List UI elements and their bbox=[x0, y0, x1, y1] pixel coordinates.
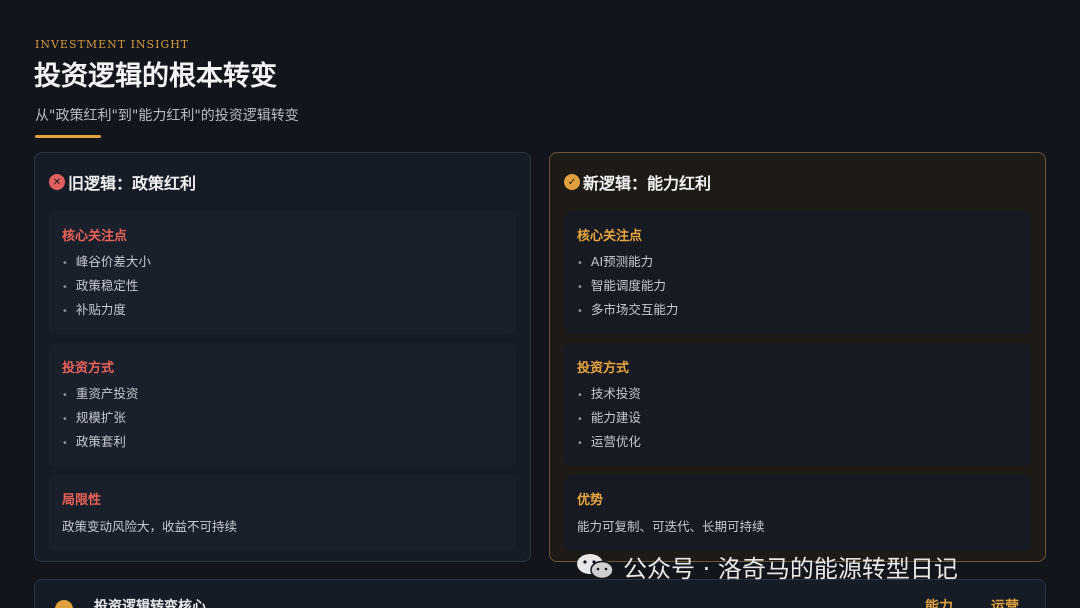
bullet-icon: • bbox=[62, 282, 68, 293]
list-item: •政策套利 bbox=[62, 434, 126, 449]
list-item: •AI预测能力 bbox=[577, 254, 654, 269]
old-method-box: 投资方式 •重资产投资 •规模扩张 •政策套利 bbox=[49, 343, 516, 466]
old-limit-box: 局限性 政策变动风险大，收益不可持续 bbox=[49, 475, 516, 551]
bullet-icon: • bbox=[62, 258, 68, 269]
new-logic-header: ✓ 新逻辑：能力红利 bbox=[564, 153, 1031, 211]
old-logic-title: 旧逻辑：政策红利 bbox=[68, 174, 197, 193]
list-item: •政策稳定性 bbox=[62, 278, 139, 293]
page-subtitle: 从"政策红利"到"能力红利"的投资逻辑转变 bbox=[35, 108, 299, 124]
new-advantage-title: 优势 bbox=[577, 493, 604, 508]
bullet-icon: • bbox=[577, 390, 583, 401]
core-tag-operation: 运营 bbox=[991, 599, 1019, 608]
old-method-title: 投资方式 bbox=[62, 361, 115, 376]
header-kicker: INVESTMENT INSIGHT bbox=[35, 38, 190, 51]
bullet-icon: • bbox=[577, 258, 583, 269]
core-shift-card: 投资逻辑转变核心 能力 运营 bbox=[34, 579, 1046, 608]
core-tag-capability: 能力 bbox=[925, 599, 953, 608]
bullet-icon: • bbox=[62, 438, 68, 449]
new-advantage-text: 能力可复制、可迭代、长期可持续 bbox=[577, 519, 765, 534]
wechat-watermark: 公众号 · 洛奇马的能源转型日记 bbox=[575, 546, 958, 586]
new-focus-box: 核心关注点 •AI预测能力 •智能调度能力 •多市场交互能力 bbox=[564, 211, 1031, 334]
wechat-icon bbox=[577, 554, 614, 580]
new-logic-title: 新逻辑：能力红利 bbox=[583, 174, 712, 193]
old-limit-title: 局限性 bbox=[62, 493, 102, 508]
watermark-text: 公众号 · 洛奇马的能源转型日记 bbox=[623, 554, 958, 583]
bullet-icon: • bbox=[62, 390, 68, 401]
old-logic-panel: ✕ 旧逻辑：政策红利 核心关注点 •峰谷价差大小 •政策稳定性 •补贴力度 投资… bbox=[34, 152, 531, 562]
bullet-icon: • bbox=[577, 282, 583, 293]
bullet-icon: • bbox=[577, 438, 583, 449]
old-limit-text: 政策变动风险大，收益不可持续 bbox=[62, 519, 238, 534]
bullet-icon: • bbox=[62, 306, 68, 317]
new-advantage-box: 优势 能力可复制、可迭代、长期可持续 bbox=[564, 475, 1031, 551]
list-item: •重资产投资 bbox=[62, 386, 139, 401]
close-circle-icon: ✕ bbox=[49, 174, 65, 190]
title-accent-line bbox=[35, 135, 101, 138]
bullet-icon: • bbox=[577, 306, 583, 317]
list-item: •智能调度能力 bbox=[577, 278, 666, 293]
list-item: •技术投资 bbox=[577, 386, 641, 401]
bullet-icon: • bbox=[577, 414, 583, 425]
core-shift-title: 投资逻辑转变核心 bbox=[94, 599, 206, 608]
page-title: 投资逻辑的根本转变 bbox=[34, 61, 277, 92]
check-circle-icon: ✓ bbox=[564, 174, 580, 190]
new-method-title: 投资方式 bbox=[577, 361, 630, 376]
list-item: •能力建设 bbox=[577, 410, 641, 425]
list-item: •多市场交互能力 bbox=[577, 302, 679, 317]
list-item: •运营优化 bbox=[577, 434, 641, 449]
lightbulb-icon bbox=[55, 600, 73, 608]
list-item: •补贴力度 bbox=[62, 302, 126, 317]
old-focus-title: 核心关注点 bbox=[62, 229, 128, 244]
old-focus-box: 核心关注点 •峰谷价差大小 •政策稳定性 •补贴力度 bbox=[49, 211, 516, 334]
new-focus-title: 核心关注点 bbox=[577, 229, 643, 244]
list-item: •峰谷价差大小 bbox=[62, 254, 151, 269]
new-logic-panel: ✓ 新逻辑：能力红利 核心关注点 •AI预测能力 •智能调度能力 •多市场交互能… bbox=[549, 152, 1046, 562]
old-logic-header: ✕ 旧逻辑：政策红利 bbox=[49, 153, 516, 211]
bullet-icon: • bbox=[62, 414, 68, 425]
list-item: •规模扩张 bbox=[62, 410, 126, 425]
new-method-box: 投资方式 •技术投资 •能力建设 •运营优化 bbox=[564, 343, 1031, 466]
